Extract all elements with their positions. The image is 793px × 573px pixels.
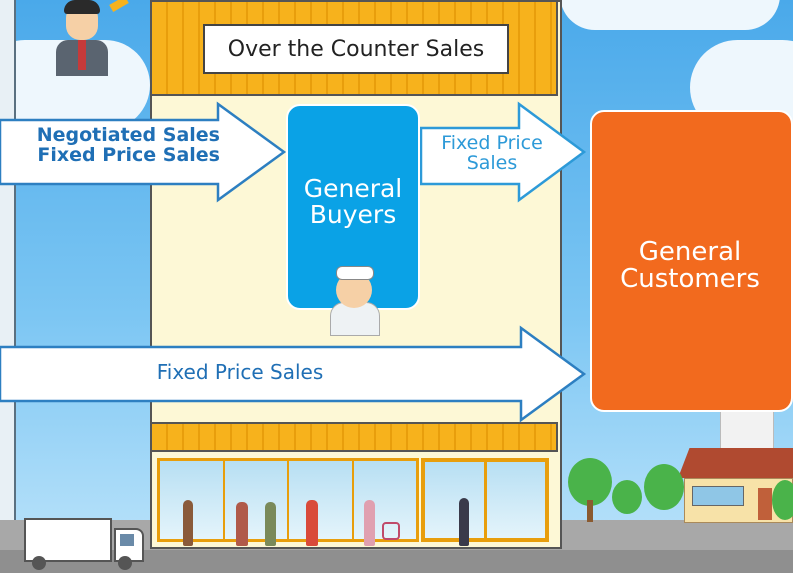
shopper-icon — [306, 500, 318, 546]
fishmonger-icon — [328, 262, 380, 336]
tree-icon — [644, 464, 684, 510]
negotiated-sales-label: Negotiated Sales Fixed Price Sales — [0, 124, 220, 166]
tree-icon — [568, 458, 612, 506]
fixed-price-long-arrow — [0, 325, 587, 423]
negotiated-sales-line1: Negotiated Sales — [36, 124, 220, 146]
tree-icon — [612, 480, 642, 514]
fixed-price-short-arrow — [419, 101, 587, 203]
fixed-price-short-line1: Fixed Price — [441, 132, 543, 154]
general-customers-line2: Customers — [620, 264, 760, 294]
general-customers-box — [590, 110, 793, 412]
shopper-icon — [183, 500, 193, 546]
fixed-price-long-label: Fixed Price Sales — [100, 362, 380, 383]
counter-sign-text: Over the Counter Sales — [227, 36, 485, 62]
shopper-icon — [265, 502, 276, 546]
shopper-icon — [459, 498, 469, 546]
businessman-icon — [56, 0, 108, 76]
general-buyers-label: General Buyers — [286, 172, 420, 232]
fixed-price-short-line2: Sales — [466, 151, 518, 174]
general-customers-line1: General — [638, 236, 742, 267]
tree-icon — [772, 480, 793, 520]
lower-awning — [150, 422, 558, 452]
fixed-price-long-text: Fixed Price Sales — [156, 360, 324, 384]
house-icon — [678, 448, 793, 523]
road — [0, 550, 793, 573]
general-buyers-line1: General — [303, 173, 403, 203]
negotiated-sales-line2: Fixed Price Sales — [37, 143, 220, 166]
tree-trunk — [587, 500, 593, 522]
delivery-truck-icon — [24, 518, 144, 570]
general-buyers-line2: Buyers — [309, 200, 397, 229]
negotiated-sales-arrow — [0, 101, 287, 203]
cloud-top-right — [560, 0, 780, 30]
storefront-left — [157, 458, 419, 542]
stroller-icon — [382, 522, 400, 540]
shopper-icon — [364, 500, 375, 546]
shopper-icon — [236, 502, 248, 546]
storefront-door — [421, 458, 549, 542]
fixed-price-short-label: Fixed Price Sales — [421, 132, 563, 174]
general-customers-label: General Customers — [590, 236, 790, 296]
counter-sign: Over the Counter Sales — [203, 24, 509, 74]
